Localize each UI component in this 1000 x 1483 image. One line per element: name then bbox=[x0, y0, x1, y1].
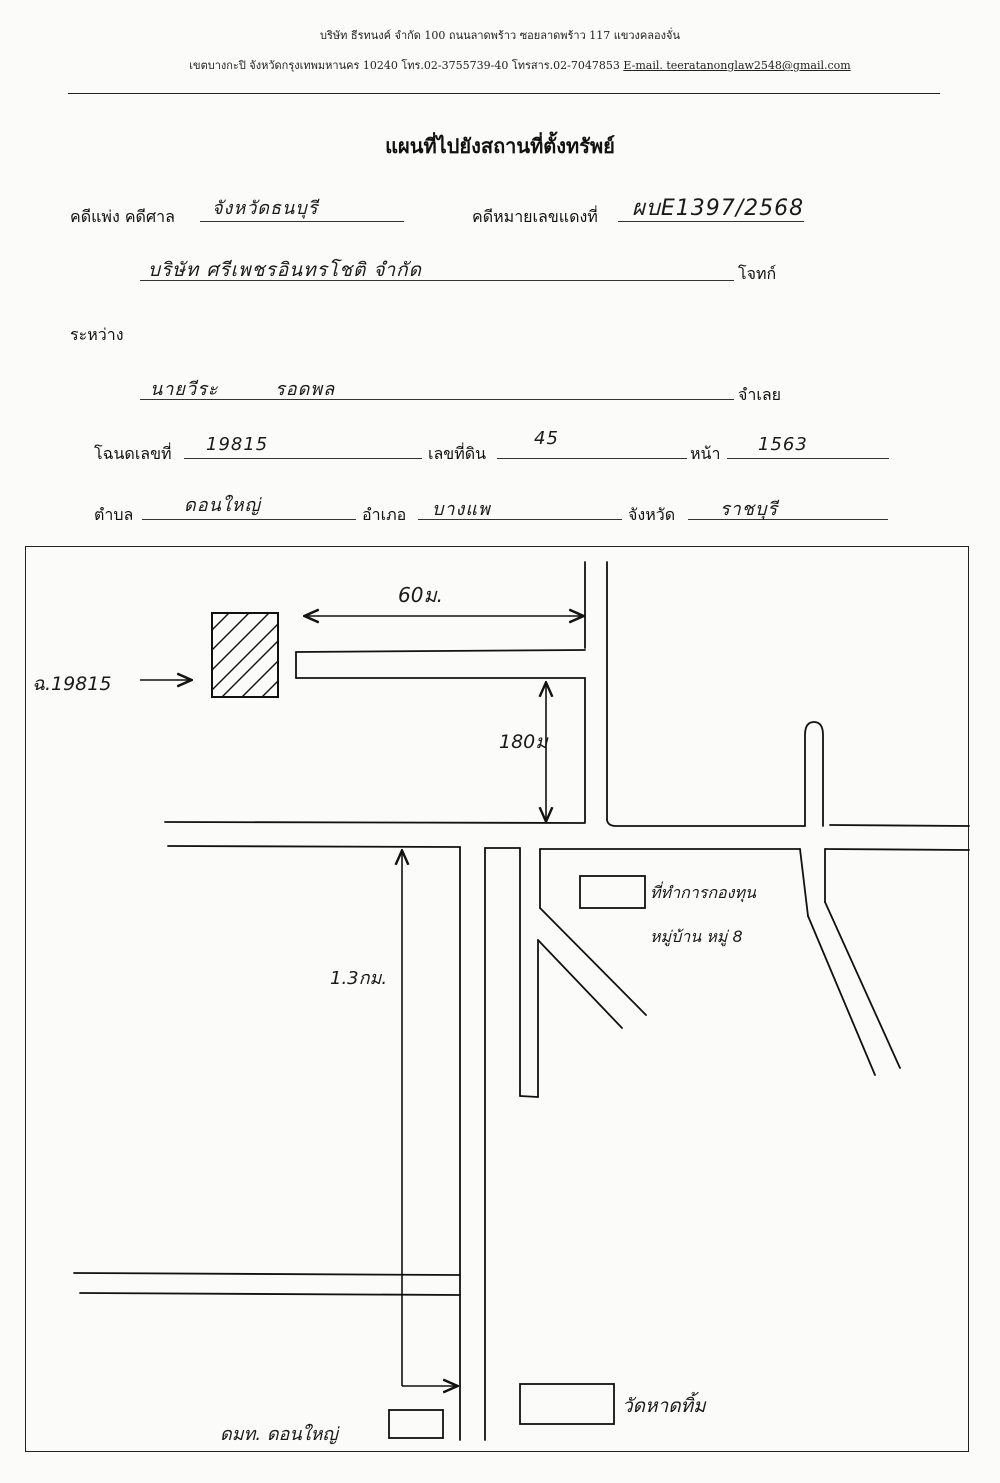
label-bg-horizontal bbox=[392, 582, 460, 608]
subdistrict-line bbox=[142, 519, 356, 520]
right-loop-road bbox=[804, 721, 824, 827]
defendant-value: นายวีระ รอดพล bbox=[150, 379, 336, 400]
province-value: ราชบุรี bbox=[720, 499, 779, 520]
mid-road-end bbox=[519, 1095, 539, 1098]
letterhead-line-2: เขตบางกะปิ จังหวัดกรุงเทพมหานคร 10240 โท… bbox=[20, 56, 1000, 74]
defendant-label: จำเลย bbox=[738, 385, 782, 404]
roads bbox=[73, 561, 970, 1441]
deed-line bbox=[184, 458, 422, 459]
plaintiff-value: บริษัท ศรีเพชรอินทรโชติ จำกัด bbox=[148, 259, 422, 281]
main-road-bottom-a bbox=[167, 845, 461, 848]
between-label: ระหว่าง bbox=[70, 325, 124, 344]
landmark-temple-label: วัดหาดทิ้ม bbox=[622, 1391, 707, 1417]
road-corner-right bbox=[606, 819, 806, 827]
right-diag-left-top bbox=[799, 848, 809, 917]
landmark-office-label: ที่ทำการกองทุน หมู่บ้าน หมู่ 8 bbox=[650, 881, 761, 947]
red-case-line bbox=[618, 221, 804, 222]
landmark-office-line-2: หมู่บ้าน หมู่ 8 bbox=[650, 927, 743, 947]
header-divider bbox=[68, 93, 940, 94]
subdistrict-value: ดอนใหญ่ bbox=[184, 495, 261, 516]
mid-diag-upper bbox=[539, 907, 647, 1016]
defendant-line bbox=[140, 399, 734, 400]
letterhead-email: E-mail. teeratanonglaw2548@gmail.com bbox=[623, 59, 851, 72]
deed-label: โฉนดเลขที่ bbox=[94, 444, 172, 463]
main-road-bottom-d bbox=[824, 848, 970, 851]
case-type-label: คดีแพ่ง คดีศาล bbox=[70, 207, 175, 226]
province-line bbox=[688, 519, 888, 520]
vertical-distance-label: 180ม bbox=[499, 731, 549, 753]
land-no-value: 45 bbox=[534, 428, 559, 449]
district-line bbox=[418, 519, 622, 520]
page-label: หน้า bbox=[690, 444, 721, 463]
land-no-label: เลขที่ดิน bbox=[428, 444, 487, 463]
temple-building bbox=[519, 1383, 615, 1425]
court-value: จังหวัดธนบุรี bbox=[212, 198, 319, 219]
mid-diag-lower bbox=[537, 939, 623, 1029]
map-frame bbox=[25, 546, 969, 1452]
spur-top-edge bbox=[295, 649, 586, 653]
main-road-distance-label: 1.3กม. bbox=[330, 968, 387, 989]
letterhead-address: เขตบางกะปิ จังหวัดกรุงเทพมหานคร 10240 โท… bbox=[189, 59, 620, 72]
land-no-line bbox=[497, 458, 687, 459]
plaintiff-line bbox=[140, 280, 734, 281]
landmark-school-label: ดมท. ดอนใหญ่ bbox=[220, 1423, 340, 1445]
property-plot bbox=[211, 612, 279, 698]
lower-road-bottom bbox=[79, 1292, 461, 1296]
page-title: แผนที่ไปยังสถานที่ตั้งทรัพย์ bbox=[385, 134, 615, 158]
school-building bbox=[388, 1409, 444, 1439]
red-case-value: ผบE1397/2568 bbox=[632, 196, 805, 221]
property-deed-label: ฉ.19815 bbox=[32, 673, 111, 695]
right-diag-left bbox=[807, 915, 876, 1076]
court-line bbox=[200, 221, 404, 222]
page-value: 1563 bbox=[758, 434, 808, 455]
lower-road-top bbox=[73, 1272, 461, 1276]
dimension-arrows bbox=[140, 616, 582, 1386]
letterhead-line-1: บริษัท ธีรทนงค์ จำกัด 100 ถนนลาดพร้าว ซอ… bbox=[320, 29, 680, 42]
landmark-office-line: ที่ทำการกองทุน bbox=[650, 881, 757, 903]
district-label: อำเภอ bbox=[362, 505, 407, 524]
subdistrict-label: ตำบล bbox=[94, 505, 134, 524]
horizontal-distance-label: 60ม. bbox=[398, 583, 443, 607]
page-line bbox=[727, 458, 889, 459]
deed-value: 19815 bbox=[206, 434, 269, 455]
right-diag-right bbox=[824, 901, 901, 1069]
district-value: บางแพ bbox=[432, 499, 491, 520]
main-road-top-left bbox=[164, 821, 586, 824]
office-building bbox=[579, 875, 646, 909]
red-case-label: คดีหมายเลขแดงที่ bbox=[472, 207, 598, 226]
main-road-top-right bbox=[829, 824, 970, 827]
plaintiff-label: โจทก์ bbox=[738, 264, 777, 283]
province-label: จังหวัด bbox=[628, 505, 676, 524]
